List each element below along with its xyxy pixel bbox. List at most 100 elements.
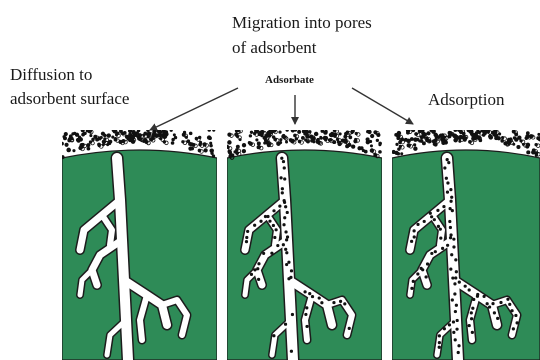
adsorbate-particle <box>207 128 211 132</box>
adsorbate-particle <box>413 229 416 232</box>
adsorbate-particle <box>378 150 382 154</box>
adsorbate-particle <box>397 131 401 135</box>
adsorbate-particle <box>282 223 285 226</box>
adsorbate-particle <box>60 142 64 146</box>
adsorbate-particle <box>413 147 417 151</box>
adsorbate-particle <box>279 141 282 144</box>
adsorbate-particle <box>207 135 211 139</box>
adsorbate-particle <box>95 138 99 142</box>
adsorbate-particle <box>376 139 379 142</box>
adsorbate-particle <box>303 290 306 293</box>
adsorbate-particle <box>488 134 492 138</box>
adsorbate-particle <box>281 187 284 190</box>
adsorbate-particle <box>171 141 175 145</box>
adsorbate-particle <box>430 252 433 255</box>
adsorbate-particle <box>499 301 502 304</box>
adsorbate-particle <box>360 146 364 150</box>
adsorbate-particle <box>285 141 288 144</box>
adsorbate-particle <box>126 137 130 141</box>
adsorbate-particle <box>245 240 248 243</box>
adsorbate-particle <box>111 136 114 139</box>
adsorbate-particle <box>320 301 323 304</box>
adsorbate-particle <box>324 130 327 133</box>
adsorbate-particle <box>439 228 442 231</box>
adsorbate-particle <box>253 268 256 271</box>
adsorbate-particle <box>64 143 68 147</box>
adsorbate-particle <box>433 218 436 221</box>
adsorbate-particle <box>448 220 451 223</box>
adsorbate-particle <box>276 244 279 247</box>
adsorbate-particle <box>245 236 248 239</box>
adsorbate-particle <box>451 276 454 279</box>
adsorbate-particle <box>400 152 403 155</box>
adsorbate-particle <box>512 327 515 330</box>
adsorbate-particle <box>284 248 287 251</box>
adsorbate-particle <box>366 137 370 141</box>
adsorbate-particle <box>448 323 451 326</box>
adsorbate-particle <box>321 129 325 133</box>
adsorbate-particle <box>170 129 173 132</box>
adsorbate-particle <box>91 138 95 142</box>
adsorbate-particle <box>454 136 459 141</box>
adsorbate-particle <box>250 131 253 134</box>
diffusion-label-line1: Diffusion to <box>10 65 92 84</box>
migration-label-line2: of adsorbent <box>232 38 317 57</box>
adsorbate-particle <box>72 149 75 152</box>
adsorbate-particle <box>447 161 450 164</box>
adsorbate-particle <box>242 149 246 153</box>
adsorbate-particle <box>256 267 259 270</box>
adsorbate-particle <box>128 129 133 134</box>
adsorbate-particle <box>498 132 501 135</box>
adsorbate-particle <box>470 317 473 320</box>
adsorbate-particle <box>378 143 381 146</box>
adsorbate-particle <box>255 129 259 133</box>
adsorbate-particle <box>416 223 419 226</box>
adsorbate-particle <box>227 140 231 144</box>
adsorbate-particle <box>343 135 347 139</box>
adsorbate-particle <box>305 134 309 138</box>
adsorbate-particle <box>453 292 456 295</box>
adsorbate-particle <box>113 129 117 133</box>
adsorbate-particle <box>353 139 357 143</box>
adsorbate-particle <box>287 261 290 264</box>
adsorbate-particle <box>531 150 535 154</box>
adsorbate-particle <box>284 205 287 208</box>
adsorbate-particle <box>457 344 460 347</box>
adsorbate-particle <box>488 305 491 308</box>
adsorbate-particle <box>76 138 80 142</box>
adsorbate-particle <box>351 144 355 148</box>
adsorbate-particle <box>514 314 517 317</box>
adsorbate-particle <box>212 129 215 132</box>
adsorbate-particle <box>367 130 371 134</box>
adsorbate-particle <box>456 319 459 322</box>
adsorption-label: Adsorption <box>428 90 505 109</box>
adsorbate-particle <box>279 138 282 141</box>
diffusion-panel <box>60 128 217 360</box>
adsorption-panel <box>392 128 540 360</box>
adsorbate-particle <box>423 220 426 223</box>
adsorbate-particle <box>438 341 441 344</box>
adsorbate-particle <box>236 145 240 149</box>
adsorbate-particle <box>370 134 374 138</box>
adsorbate-particle <box>531 134 534 137</box>
adsorbate-particle <box>284 323 287 326</box>
adsorbate-particle <box>281 191 284 194</box>
adsorbate-particle <box>285 251 288 254</box>
adsorbate-particle <box>436 209 439 212</box>
adsorbate-particle <box>446 191 449 194</box>
adsorbate-particle <box>450 253 453 256</box>
adsorbate-particle <box>270 252 273 255</box>
adsorbate-particle <box>452 238 455 241</box>
adsorbate-particle <box>143 132 147 136</box>
adsorbate-particle <box>291 313 294 316</box>
adsorbate-particle <box>273 236 276 239</box>
adsorbate-particle <box>514 137 518 141</box>
adsorbate-particle <box>116 132 119 135</box>
adsorbate-particle <box>453 282 456 285</box>
adsorbate-particle <box>262 252 265 255</box>
adsorbate-particle <box>248 141 251 144</box>
adsorbate-particle <box>311 295 314 298</box>
adsorbate-particle <box>443 327 446 330</box>
adsorbate-particle <box>449 268 452 271</box>
